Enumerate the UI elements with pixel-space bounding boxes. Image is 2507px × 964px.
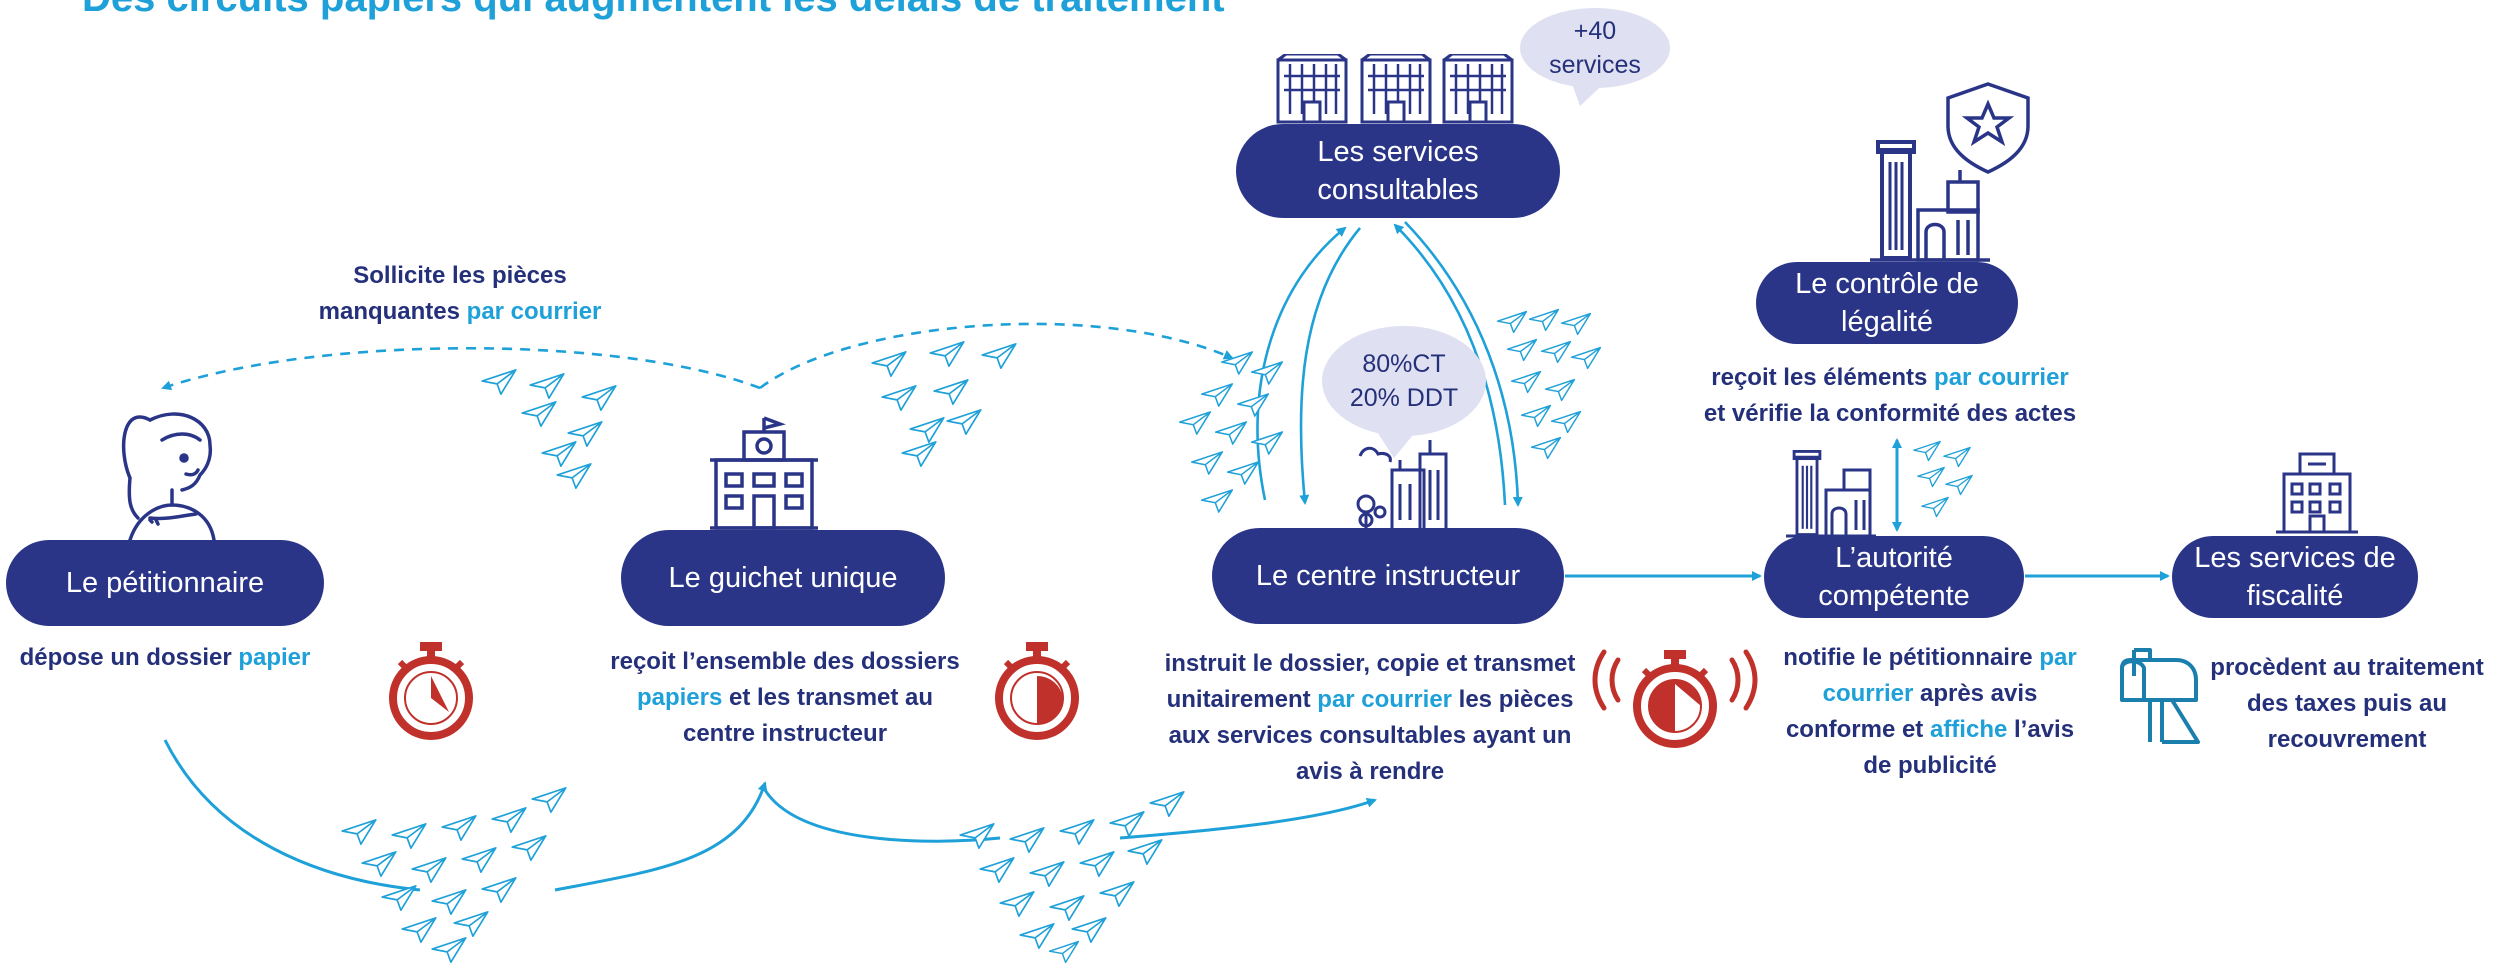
autorite-line1b: par (2039, 644, 2077, 671)
autorite-text: notifie le pétitionnaire par courrier ap… (1760, 640, 2100, 784)
bottom-flow-curves (163, 739, 1377, 892)
town-hall-icon (710, 416, 818, 530)
planes-autorite (1913, 440, 1973, 518)
consultation-arrows (1256, 221, 1523, 507)
authority-buildings-icon (1786, 450, 1876, 538)
planes-solicit (481, 369, 617, 489)
controle-line1b: par courrier (1934, 364, 2069, 391)
services-consultables-pill: Les services consultables (1236, 124, 1560, 218)
planes-bottom-left (341, 787, 567, 963)
stopwatch-icon-2 (999, 642, 1075, 736)
services-fiscalite-pill: Les services de fiscalité (2172, 536, 2418, 618)
autorite-line2a: courrier (1822, 680, 1914, 707)
guichet-text: reçoit l’ensemble des dossiers papiers e… (570, 644, 1000, 752)
stopwatch-alarm-icon (1592, 650, 1758, 744)
fiscalite-text: procèdent au traitement des taxes puis a… (2192, 650, 2502, 758)
fiscalite-line3: recouvrement (2267, 726, 2427, 753)
planes-bottom-middle (959, 791, 1185, 964)
solicite-line2a: manquantes (318, 298, 467, 325)
process-arrows (1565, 438, 2170, 581)
stopwatch-icon-1 (393, 642, 469, 736)
autorite-line4: de publicité (1863, 752, 1997, 779)
services-count-bubble: +40 services (1520, 8, 1670, 88)
ct-ddt-bubble-tail (1372, 424, 1422, 458)
autorite-line3b: affiche (1929, 716, 2008, 743)
centre-line4: avis à rendre (1295, 758, 1445, 785)
centre-text: instruit le dossier, copie et transmet u… (1130, 646, 1610, 790)
controle-legalite-pill: Le contrôle de légalité (1756, 262, 2018, 344)
autorite-line3c: l’avis (2007, 716, 2075, 743)
autorite-line1a: notifie le pétitionnaire (1783, 644, 2040, 671)
controle-line2: et vérifie la conformité des actes (1703, 400, 2077, 427)
ct-ddt-bubble: 80%CT 20% DDT (1322, 326, 1486, 436)
planes-guichet-centre (871, 341, 1017, 467)
tax-office-icon (2276, 452, 2358, 534)
page-title: Des circuits papiers qui augmentent les … (82, 0, 1225, 21)
petitionnaire-text-b: papier (238, 644, 311, 671)
guichet-line2b: et les transmet au (722, 684, 934, 711)
autorite-line3a: conforme et (1785, 716, 1930, 743)
guichet-line3: centre instructeur (682, 720, 888, 747)
solicite-text: Sollicite les pièces manquantes par cour… (290, 258, 630, 330)
guichet-line1: reçoit l’ensemble des dossiers (610, 648, 960, 675)
services-buildings-icon (1276, 54, 1514, 124)
petitionnaire-pill: Le pétitionnaire (6, 540, 324, 626)
guichet-unique-pill: Le guichet unique (621, 530, 945, 626)
dashed-solicit-arcs (161, 322, 1234, 391)
mailbox-icon (2120, 648, 2200, 744)
planes-centre-left (1178, 351, 1284, 513)
services-count-bubble-tail (1570, 78, 1610, 106)
centre-line1: instruit le dossier, copie et transmet (1164, 650, 1576, 677)
controle-text: reçoit les éléments par courrier et véri… (1660, 360, 2120, 432)
autorite-competente-pill: L’autorité compétente (1764, 536, 2024, 618)
person-icon (121, 412, 216, 542)
planes-centre-right (1496, 308, 1602, 460)
legality-control-icon (1870, 82, 2030, 262)
centre-line2a: unitairement (1166, 686, 1318, 713)
autorite-line2b: après avis (1913, 680, 2038, 707)
fiscalite-line2: des taxes puis au (2246, 690, 2448, 717)
solicite-line2b: par courrier (466, 298, 602, 325)
centre-instructeur-pill: Le centre instructeur (1212, 528, 1564, 624)
centre-line2b: par courrier (1317, 686, 1452, 713)
fiscalite-line1: procèdent au traitement (2210, 654, 2484, 681)
centre-line3: aux services consultables ayant un (1168, 722, 1572, 749)
petitionnaire-text-a: dépose un dossier (19, 644, 239, 671)
solicite-line1: Sollicite les pièces (353, 262, 567, 289)
petitionnaire-text: dépose un dossier papier (0, 640, 330, 676)
centre-line2c: les pièces (1452, 686, 1574, 713)
guichet-line2a: papiers (636, 684, 723, 711)
controle-line1a: reçoit les éléments (1711, 364, 1935, 391)
